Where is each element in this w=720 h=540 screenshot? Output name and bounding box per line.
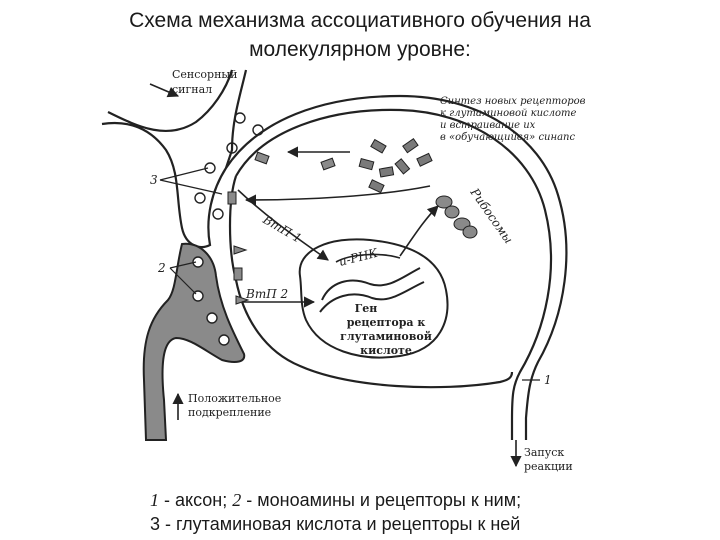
label-gene-1: Ген [355, 302, 378, 315]
receptors [227, 151, 336, 305]
label-positive-2: подкрепление [188, 406, 271, 419]
neuron-cell-body [225, 94, 568, 440]
diagram-title: Схема механизма ассоциативного обучения … [0, 6, 720, 64]
nucleus [298, 238, 449, 359]
label-reaction-2: реакции [524, 460, 573, 473]
caption-line-2: 3 - глутаминовая кислота и рецепторы к н… [150, 514, 521, 534]
label-gene-4: кислоте [360, 344, 412, 357]
process-arrows [149, 83, 522, 468]
caption-text-monoamines: - моноамины и рецепторы к ним; [241, 490, 522, 510]
caption-line-1: 1 - аксон; 2 - моноамины и рецепторы к н… [150, 488, 620, 512]
caption-num-1: 1 [150, 490, 159, 510]
label-number-1: 1 [544, 373, 552, 387]
label-gene-2: рецептора к [347, 316, 426, 329]
label-synthesis-4: в «обучающийся» синапс [440, 132, 575, 143]
synthesis-arrow-2 [244, 185, 431, 206]
mrna-strand [335, 253, 401, 263]
label-number-3: 3 [150, 173, 158, 187]
label-positive-1: Положительное [188, 392, 281, 405]
title-line-2: молекулярном уровне: [249, 38, 471, 61]
diagram-caption: 1 - аксон; 2 - моноамины и рецепторы к н… [150, 488, 620, 536]
caption-num-2: 2 [232, 490, 242, 510]
label-vtp2: ВтП 2 [245, 287, 288, 301]
glutamate-vesicles [194, 112, 264, 220]
label-reaction-1: Запуск [524, 446, 564, 459]
title-line-1: Схема механизма ассоциативного обучения … [129, 9, 591, 32]
new-receptors [358, 138, 433, 194]
label-gene-3: глутаминовой [340, 330, 432, 343]
ribosomes [435, 195, 478, 239]
sensory-signal-arrow [149, 83, 180, 98]
label-synthesis-3: и встраивание их [440, 120, 536, 131]
neuron-membrane [228, 175, 514, 389]
label-synthesis-2: к глутаминовой кислоте [440, 108, 576, 119]
label-number-2: 2 [157, 261, 166, 275]
mrna-to-ribosome-arrow [399, 205, 439, 257]
label-vtp1: ВтП 1 [260, 212, 304, 246]
caption-text-axon: - аксон; [159, 490, 233, 510]
label-sensory-1: Сенсорный [172, 68, 238, 81]
gene-dna [319, 267, 425, 313]
label-sensory-2: сигнал [172, 83, 212, 96]
label-synthesis-1: Синтез новых рецепторов [440, 96, 586, 107]
label-mrna: и-РНК [337, 246, 380, 269]
pointer-lines [159, 167, 540, 381]
sensory-axon-terminal [101, 69, 248, 249]
monoamine-axon-terminal [142, 242, 246, 441]
